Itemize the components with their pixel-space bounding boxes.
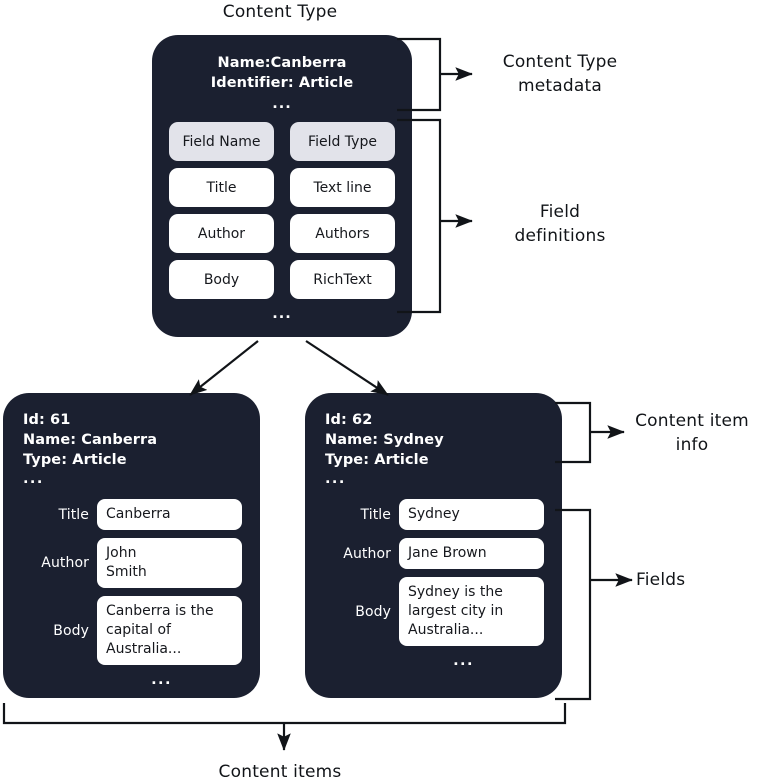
page-title: Content Type bbox=[222, 2, 338, 22]
field-value: Canberra bbox=[97, 499, 242, 530]
field-label: Body bbox=[53, 622, 89, 639]
field-type-cell: RichText bbox=[290, 260, 395, 299]
field-label: Author bbox=[41, 555, 89, 571]
field-label: Title bbox=[360, 506, 391, 523]
bracket-content-items bbox=[2, 703, 567, 751]
field-row-author: Author Jane Brown bbox=[305, 538, 544, 569]
content-type-name: Name:Canberra bbox=[217, 55, 347, 71]
content-item-type: Type: Article bbox=[325, 452, 429, 468]
bracket-fields bbox=[555, 508, 633, 701]
annotation-fields: Fields bbox=[636, 570, 686, 590]
content-item-fields-ellipsis: ... bbox=[453, 653, 474, 669]
field-name-cell: Body bbox=[169, 260, 274, 299]
field-row-title: Title Canberra bbox=[3, 499, 242, 530]
field-type-cell: Text line bbox=[290, 168, 395, 207]
content-type-metadata-ellipsis: ... bbox=[272, 96, 292, 112]
table-row: Author Authors bbox=[169, 214, 395, 253]
field-definitions-table: Field Name Field Type Title Text line Au… bbox=[152, 122, 412, 299]
content-item-info: Id: 62 Name: Sydney Type: Article ... bbox=[305, 393, 562, 489]
field-value: Jane Brown bbox=[399, 538, 544, 569]
field-label: Body bbox=[355, 603, 391, 620]
field-definitions-ellipsis: ... bbox=[272, 306, 292, 322]
field-label: Author bbox=[343, 545, 391, 562]
field-row-author: Author John Smith bbox=[3, 538, 242, 588]
table-row: Body RichText bbox=[169, 260, 395, 299]
field-name-cell: Author bbox=[169, 214, 274, 253]
content-type-identifier: Identifier: Article bbox=[210, 75, 354, 91]
field-label: Title bbox=[58, 506, 89, 523]
table-header-row: Field Name Field Type bbox=[169, 122, 395, 161]
content-item-info: Id: 61 Name: Canberra Type: Article ... bbox=[3, 393, 260, 489]
table-row: Title Text line bbox=[169, 168, 395, 207]
content-item-id: Id: 61 bbox=[23, 412, 71, 428]
content-item-card-62: Id: 62 Name: Sydney Type: Article ... Ti… bbox=[305, 393, 562, 698]
column-header-field-name: Field Name bbox=[169, 122, 274, 161]
field-value: Sydney is the largest city in Australia.… bbox=[399, 577, 544, 646]
content-item-name: Name: Canberra bbox=[23, 432, 158, 448]
field-name-cell: Title bbox=[169, 168, 274, 207]
field-row-body: Body Canberra is the capital of Australi… bbox=[3, 596, 242, 665]
content-item-type: Type: Article bbox=[23, 452, 127, 468]
field-type-cell: Authors bbox=[290, 214, 395, 253]
content-item-fields: Title Canberra Author John Smith Body Ca… bbox=[3, 499, 260, 665]
content-type-metadata: Name:Canberra Identifier: Article bbox=[152, 35, 412, 93]
content-item-fields-ellipsis: ... bbox=[151, 672, 172, 688]
arrow-content-type-to-item-62 bbox=[305, 340, 389, 396]
arrow-content-type-to-item-61 bbox=[189, 340, 259, 396]
column-header-field-type: Field Type bbox=[290, 122, 395, 161]
field-row-title: Title Sydney bbox=[305, 499, 544, 530]
content-type-card: Name:Canberra Identifier: Article ... Fi… bbox=[152, 35, 412, 337]
content-item-info-ellipsis: ... bbox=[325, 471, 346, 487]
content-item-card-61: Id: 61 Name: Canberra Type: Article ... … bbox=[3, 393, 260, 698]
field-value: Canberra is the capital of Australia... bbox=[97, 596, 242, 665]
content-item-name: Name: Sydney bbox=[325, 432, 444, 448]
field-value: Sydney bbox=[399, 499, 544, 530]
field-value: John Smith bbox=[97, 538, 242, 588]
field-row-body: Body Sydney is the largest city in Austr… bbox=[305, 577, 544, 646]
content-item-id: Id: 62 bbox=[325, 412, 373, 428]
content-item-fields: Title Sydney Author Jane Brown Body Sydn… bbox=[305, 499, 562, 646]
annotation-content-items: Content items bbox=[218, 762, 342, 782]
content-item-info-ellipsis: ... bbox=[23, 471, 44, 487]
